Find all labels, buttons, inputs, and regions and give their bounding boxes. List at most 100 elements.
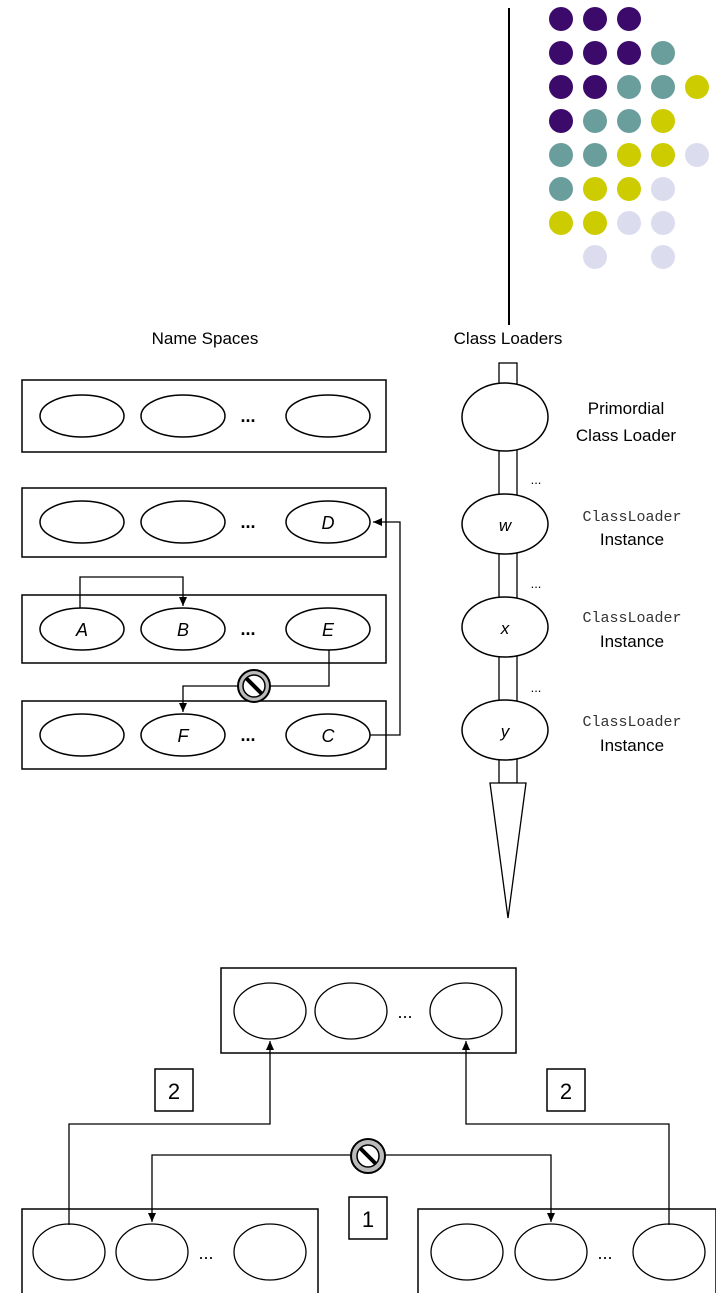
- arrow-c-to-d: [370, 518, 401, 736]
- ellipsis-text: ...: [198, 1243, 213, 1263]
- namespace-row-4: F ... C: [21, 700, 387, 770]
- class-label-b: B: [177, 620, 189, 640]
- decor-dot-teal: [583, 109, 607, 133]
- loader-dots: ...: [531, 576, 542, 591]
- class-ellipse: [39, 713, 125, 757]
- class-ellipse-f: [140, 713, 226, 757]
- step-label-middle: 1: [348, 1196, 388, 1240]
- decor-dot-teal: [651, 41, 675, 65]
- step-number-text: 2: [168, 1079, 180, 1104]
- loader-label-y: y: [500, 722, 511, 741]
- decor-dot-olive: [583, 211, 607, 235]
- arrow-a-to-b: [79, 576, 187, 608]
- class-ellipse-d: [285, 500, 371, 544]
- decor-dot-teal: [549, 177, 573, 201]
- decor-dot-teal: [617, 109, 641, 133]
- parent-namespace-box: ...: [220, 967, 517, 1054]
- class-ellipse: [32, 1223, 106, 1281]
- class-ellipse: [233, 1223, 307, 1281]
- class-ellipse: [285, 394, 371, 438]
- class-ellipse-a: [39, 607, 125, 651]
- class-ellipse-b: [140, 607, 226, 651]
- step-label-left: 2: [154, 1068, 194, 1112]
- class-label-d: D: [322, 513, 335, 533]
- class-ellipse: [39, 500, 125, 544]
- decor-dot-lavender: [651, 177, 675, 201]
- classloader-word-y: ClassLoader: [582, 714, 681, 731]
- dot-grid: [549, 7, 709, 269]
- decor-dot-purple: [549, 7, 573, 31]
- instance-word-w: Instance: [600, 530, 664, 549]
- arrow-left-child-to-parent: [68, 1041, 274, 1225]
- decor-dot-olive: [685, 75, 709, 99]
- decor-dot-purple: [617, 7, 641, 31]
- decor-dot-olive: [617, 143, 641, 167]
- class-loaders-heading: Class Loaders: [454, 329, 563, 348]
- decor-dot-purple: [549, 75, 573, 99]
- class-ellipse: [39, 394, 125, 438]
- decor-dot-purple: [617, 41, 641, 65]
- class-loader-chain: [489, 362, 527, 919]
- decor-dot-lavender: [583, 245, 607, 269]
- name-spaces-heading: Name Spaces: [152, 329, 259, 348]
- ellipsis-text: ...: [240, 619, 255, 639]
- instance-word-x: Instance: [600, 632, 664, 651]
- loader-dots: ...: [531, 472, 542, 487]
- class-ellipse: [430, 1223, 504, 1281]
- class-ellipse: [140, 500, 226, 544]
- classloader-word-x: ClassLoader: [582, 610, 681, 627]
- primordial-label-line2: Class Loader: [576, 426, 677, 445]
- loader-label-x: x: [500, 619, 510, 638]
- instance-word-y: Instance: [600, 736, 664, 755]
- class-label-a: A: [75, 620, 88, 640]
- decor-dot-purple: [549, 109, 573, 133]
- step-label-right: 2: [546, 1068, 586, 1112]
- class-ellipse: [514, 1223, 588, 1281]
- arrow-sibling-blocked-right: [368, 1154, 555, 1222]
- class-label-c: C: [322, 726, 336, 746]
- decor-dot-lavender: [651, 211, 675, 235]
- step-number-text: 2: [560, 1079, 572, 1104]
- loader-label-w: w: [499, 516, 513, 535]
- namespace-row-1: ...: [21, 379, 387, 453]
- decor-dot-olive: [651, 143, 675, 167]
- class-ellipse: [632, 1223, 706, 1281]
- ellipsis-text: ...: [240, 406, 255, 426]
- namespace-row-3: A B ... E: [21, 594, 387, 664]
- ellipsis-text: ...: [240, 725, 255, 745]
- decor-dot-purple: [583, 75, 607, 99]
- class-ellipse: [115, 1223, 189, 1281]
- class-ellipse: [233, 982, 307, 1040]
- ellipsis-text: ...: [397, 1002, 412, 1022]
- prohibited-icon: [350, 1138, 386, 1174]
- decor-dot-purple: [583, 41, 607, 65]
- decor-dot-purple: [583, 7, 607, 31]
- primordial-label-line1: Primordial: [588, 399, 665, 418]
- decor-dot-olive: [583, 177, 607, 201]
- decor-dot-teal: [583, 143, 607, 167]
- ellipsis-text: ...: [597, 1243, 612, 1263]
- class-ellipse: [314, 982, 388, 1040]
- delegation-arrow-head: [489, 782, 527, 919]
- arrow-right-child-to-parent: [462, 1041, 670, 1225]
- class-ellipse: [140, 394, 226, 438]
- loader-ellipse-y: [461, 699, 549, 761]
- decor-dot-olive: [549, 211, 573, 235]
- decor-dot-teal: [549, 143, 573, 167]
- classloader-word-w: ClassLoader: [582, 509, 681, 526]
- class-ellipse-e: [285, 607, 371, 651]
- loader-dots: ...: [531, 680, 542, 695]
- decor-dot-olive: [651, 109, 675, 133]
- child-namespace-box-left: ...: [21, 1208, 319, 1298]
- loader-ellipse-x: [461, 596, 549, 658]
- decor-dot-olive: [617, 177, 641, 201]
- class-ellipse: [429, 982, 503, 1040]
- decor-dot-teal: [617, 75, 641, 99]
- step-number-text: 1: [362, 1207, 374, 1232]
- primordial-loader-ellipse: [461, 382, 549, 452]
- namespace-row-2: ... D: [21, 487, 387, 558]
- arrow-sibling-blocked-left: [148, 1154, 368, 1222]
- decor-dot-lavender: [685, 143, 709, 167]
